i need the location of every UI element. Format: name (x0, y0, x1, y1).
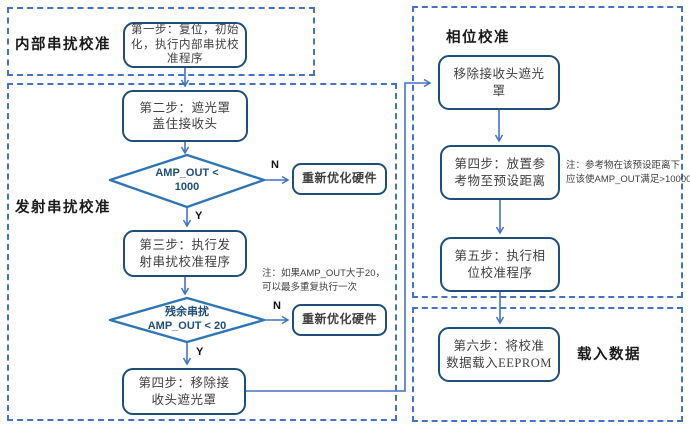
node-step4-remove-shield: 第四步：移除接 收头遮光罩 (122, 368, 246, 415)
node-rework-hardware-2: 重新优化硬件 (292, 304, 387, 336)
edge-label-yes-2: Y (196, 346, 204, 358)
edge-label-no-1: N (271, 159, 279, 171)
node-remove-shield: 移除接收头遮光 罩 (438, 55, 560, 110)
edge-label-no-2: N (273, 300, 281, 312)
section-label-phase: 相位校准 (446, 30, 510, 46)
section-phase-calibration: 相位校准 (412, 6, 683, 298)
section-internal-crosstalk: 内部串扰校准 (7, 7, 315, 76)
edge-label-yes-1: Y (195, 210, 203, 222)
note-reference-distance: 注：参考物在该预设距离下 应该使AMP_OUT满足>10000 (566, 160, 690, 185)
node-step1: 第一步：复位，初始 化，执行内部串扰校 准程序 (123, 22, 247, 68)
section-label-transmit: 发射串扰校准 (15, 200, 111, 216)
node-step3: 第三步：执行发 射串扰校准程序 (123, 230, 247, 277)
section-label-load: 载入数据 (577, 347, 641, 363)
section-load-data: 载入数据 (412, 307, 683, 422)
section-transmit-crosstalk: 发射串扰校准 (7, 83, 397, 421)
section-label-internal: 内部串扰校准 (15, 37, 111, 53)
decision1-text: AMP_OUT < 1000 (155, 167, 219, 193)
decision2-text: 残余串扰 AMP_OUT < 20 (147, 306, 227, 332)
node-rework-hardware-1: 重新优化硬件 (292, 163, 387, 195)
node-step5: 第五步：执行相 位校准程序 (440, 237, 560, 292)
node-step6-eeprom: 第六步：将校准 数据载入EEPROM (438, 327, 560, 382)
node-step2: 第二步：遮光罩 盖住接收头 (122, 90, 248, 142)
note-repeat-once: 注：如果AMP_OUT大于20， 可以最多重复执行一次 (262, 268, 385, 293)
node-step4-place-reference: 第四步：放置参 考物至预设距离 (440, 145, 560, 200)
